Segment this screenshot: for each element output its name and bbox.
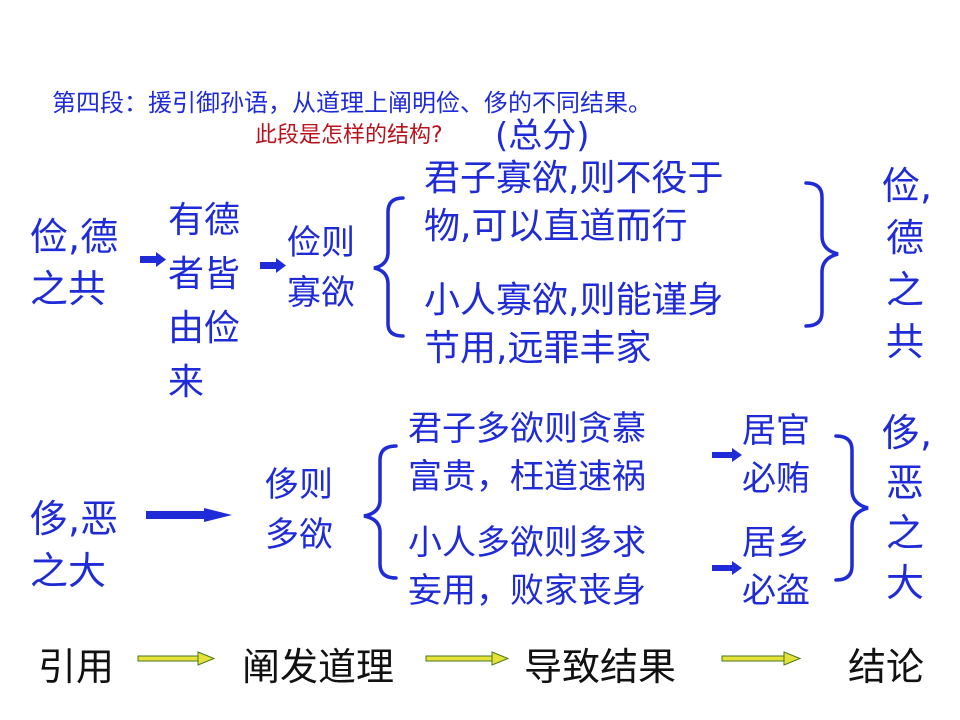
flow-step-conclusion: 结论	[848, 645, 925, 689]
junzi-result-line2: 必贿	[742, 459, 810, 499]
top-premise-line2: 之共	[30, 267, 107, 311]
virtue-line2: 者皆	[168, 254, 241, 295]
virtue-line1: 有德	[168, 200, 241, 241]
top-right-brace	[804, 181, 839, 328]
bottom-xiaoren-line1: 小人多欲则多求	[408, 523, 646, 563]
bottom-conclusion-vertical: 侈,恶之大	[882, 411, 933, 605]
flow-arrow-3	[721, 651, 802, 666]
arrow-junzi-result	[712, 448, 742, 462]
bottom-right-brace	[834, 434, 869, 582]
bottom-premise-line1: 侈,恶	[30, 497, 119, 541]
flow-step-reason: 阐发道理	[242, 645, 395, 689]
top-xiaoren-line2: 节用,远罪丰家	[424, 328, 652, 369]
xiaoren-result-line2: 必盗	[742, 571, 810, 611]
structure-question: 此段是怎样的结构?	[255, 123, 443, 148]
top-junzi-line1: 君子寡欲,则不役于	[424, 158, 724, 199]
arrow-premise-to-virtue	[140, 252, 166, 267]
top-junzi-line2: 物,可以直道而行	[424, 206, 688, 247]
bottom-junzi-line2: 富贵，枉道速祸	[408, 457, 646, 497]
bottom-principle-line1: 侈则	[265, 465, 333, 505]
structure-answer: (总分)	[495, 116, 590, 156]
top-left-brace	[373, 196, 405, 338]
top-premise-line1: 俭,德	[30, 215, 119, 259]
top-xiaoren-line1: 小人寡欲,则能谨身	[424, 280, 724, 321]
arrow-bottom-premise-to-principle	[146, 508, 232, 522]
top-conclusion-vertical: 俭,德之共	[882, 164, 933, 364]
virtue-line4: 来	[168, 362, 205, 403]
bottom-xiaoren-line2: 妄用，败家丧身	[408, 571, 646, 611]
bottom-junzi-line1: 君子多欲则贪慕	[408, 409, 646, 449]
bottom-premise-line2: 之大	[30, 549, 107, 593]
section-title: 第四段：援引御孙语，从道理上阐明俭、侈的不同结果。	[52, 89, 652, 117]
arrow-xiaoren-result	[712, 561, 742, 575]
flow-arrow-2	[425, 651, 510, 666]
bottom-left-brace	[363, 444, 398, 580]
flow-arrow-1	[137, 651, 216, 666]
top-principle-line1: 俭则	[287, 223, 355, 263]
top-principle-line2: 寡欲	[287, 273, 355, 313]
bottom-principle-line2: 多欲	[265, 515, 333, 555]
junzi-result-line1: 居官	[742, 411, 810, 451]
xiaoren-result-line1: 居乡	[742, 523, 810, 563]
virtue-line3: 由俭	[168, 308, 241, 349]
flow-step-quote: 引用	[38, 645, 115, 689]
flow-step-result: 导致结果	[524, 645, 677, 689]
arrow-virtue-to-principle	[260, 258, 286, 273]
